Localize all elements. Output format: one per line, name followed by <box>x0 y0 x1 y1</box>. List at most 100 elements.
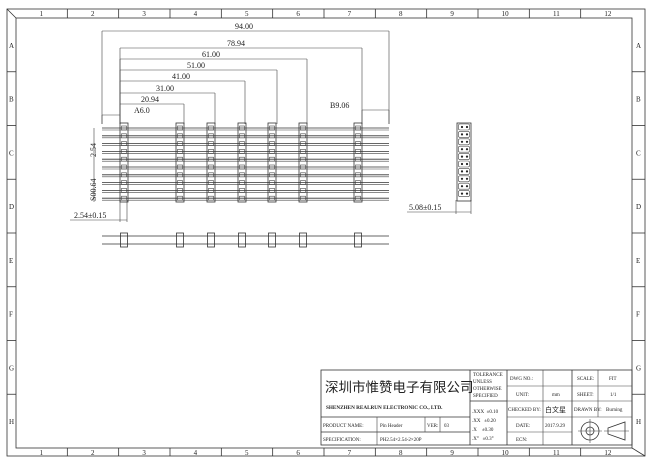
pin-cell <box>458 145 470 153</box>
pin-dot <box>460 192 464 195</box>
pin-slot <box>239 125 245 131</box>
plastic-housing <box>456 122 472 202</box>
pin-slot <box>269 164 275 170</box>
pin-slot <box>239 156 245 162</box>
column-label: 1 <box>40 449 44 457</box>
pin-slot <box>269 149 275 154</box>
column-label: 8 <box>399 449 403 457</box>
column-label: 6 <box>296 10 300 18</box>
dim-overall: 94.00 <box>235 22 253 31</box>
spec-value: PH2.54×2.54-2×20P <box>380 438 422 443</box>
tolerance-x: .X ±0.30 <box>472 428 494 433</box>
dwg-no-label: DWG NO.: <box>510 377 533 382</box>
plastic-housing <box>268 232 276 248</box>
pin-slot <box>239 141 245 146</box>
plastic-housing <box>207 232 215 248</box>
row-label: G <box>636 364 641 372</box>
tolerance-title-4: SPECIFIED <box>473 394 498 399</box>
pin-slot <box>177 195 183 201</box>
pin-slot <box>208 156 214 162</box>
pin-dot <box>465 170 469 173</box>
dim-pitch: 2.54 <box>89 143 98 157</box>
tolerance-title-2: UNLESS <box>473 380 492 385</box>
pin-slot <box>300 164 306 170</box>
pin-slot <box>177 188 183 193</box>
pin-slot <box>208 133 214 139</box>
top-view-pin-header <box>102 122 389 203</box>
column-label: 10 <box>502 10 510 18</box>
pin-slot <box>239 149 245 154</box>
row-label: C <box>9 149 14 157</box>
pin-dot <box>460 140 464 143</box>
pin-slot <box>269 133 275 139</box>
pin-dot <box>460 177 464 180</box>
column-label: 6 <box>296 449 300 457</box>
ver-label: VER: <box>427 424 438 429</box>
end-view-pin-header <box>456 122 472 202</box>
row-label: H <box>9 418 14 426</box>
plastic-housing <box>238 232 246 248</box>
scale-label: SCALE: <box>577 377 594 382</box>
side-view-pin-header <box>102 232 389 248</box>
pin-slot <box>355 125 361 131</box>
pin-slot <box>269 180 275 185</box>
pin-cell <box>458 182 470 190</box>
pin-cell <box>458 131 470 138</box>
pin-slot <box>239 195 245 201</box>
row-label: D <box>636 203 641 211</box>
dim-78-94: 78.94 <box>227 39 245 48</box>
pin-cell <box>458 160 470 168</box>
pin-slot <box>300 195 306 201</box>
date-label: DATE: <box>516 424 530 429</box>
dimension-lines <box>70 30 472 222</box>
column-label: 1 <box>40 10 44 18</box>
pin-slot <box>177 125 183 131</box>
pin-slot <box>300 188 306 193</box>
column-label: 4 <box>194 10 198 18</box>
pin-slot <box>300 141 306 146</box>
tolerance-xx: .XX ±0.20 <box>472 419 496 424</box>
pin-slot <box>355 156 361 162</box>
pin-dot <box>465 177 469 180</box>
pin-slot <box>300 133 306 139</box>
pin-slot <box>269 125 275 131</box>
dim-51: 51.00 <box>187 61 205 70</box>
plastic-housing <box>237 122 247 203</box>
pin-dot <box>460 125 464 129</box>
pin-dot <box>465 162 469 166</box>
dim-pin-size: S00.64 <box>89 179 98 201</box>
row-label: F <box>9 311 13 319</box>
pin-slot <box>208 195 214 201</box>
pin-dot <box>465 155 469 158</box>
pin-slot <box>300 149 306 154</box>
pin-cell <box>458 190 470 197</box>
pin-slot <box>121 141 127 146</box>
pin-cell <box>458 138 470 146</box>
pin-cell <box>458 123 470 131</box>
unit-value: mm <box>552 393 560 398</box>
sheet-label: SHEET: <box>577 393 594 398</box>
dim-a6: A6.0 <box>134 106 150 115</box>
plastic-housing <box>267 122 277 203</box>
checked-by-label: CHECKED BY: <box>508 408 541 413</box>
pin-dot <box>460 170 464 173</box>
pin-slot <box>355 149 361 154</box>
row-label: D <box>9 203 14 211</box>
pin-slot <box>177 156 183 162</box>
row-label: B <box>9 96 14 104</box>
pin-slot <box>121 133 127 139</box>
ver-value: 03 <box>444 424 450 429</box>
projection-symbol-icon <box>578 419 629 443</box>
company-name-en: SHENZHEN REALRUN ELECTRONIC CO., LTD. <box>326 405 443 411</box>
plastic-housing <box>120 232 128 248</box>
tolerance-xxx: .XXX ±0.10 <box>472 410 499 415</box>
column-label: 5 <box>245 10 249 18</box>
pin-slot <box>177 141 183 146</box>
pin-slot <box>208 172 214 178</box>
pin-dot <box>465 140 469 143</box>
pin-slot <box>300 180 306 185</box>
plastic-housing <box>176 232 184 248</box>
tolerance-title-3: OTHERWISE <box>473 387 502 392</box>
